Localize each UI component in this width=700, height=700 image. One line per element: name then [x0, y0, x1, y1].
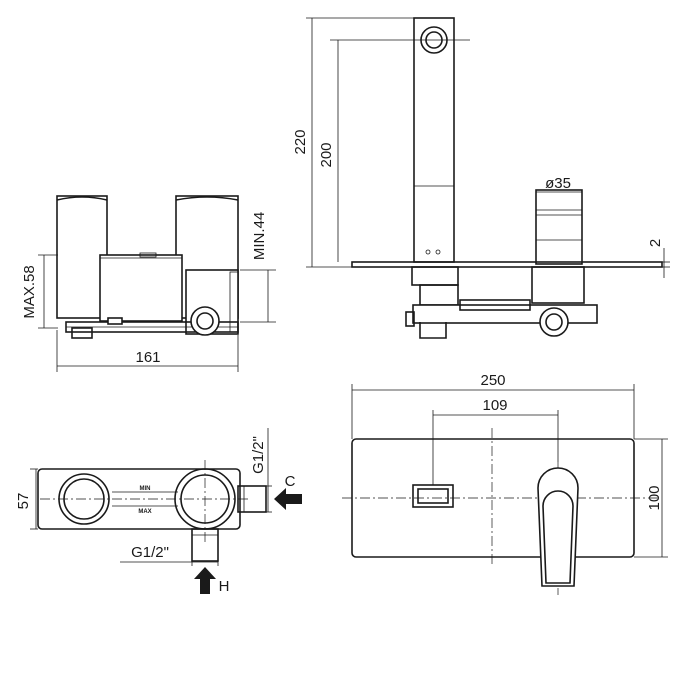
max-mark-label: MAX: [138, 509, 151, 515]
cold-label: C: [285, 473, 296, 490]
cold-arrow-icon: [274, 488, 302, 510]
handle-connector-outer: [539, 307, 569, 337]
min-depth-label: MIN.44: [251, 212, 268, 260]
left-cap: [405, 311, 415, 327]
spout-base-connector: [419, 322, 447, 339]
front-handle: [537, 467, 579, 587]
plate-width-label: 250: [480, 372, 505, 389]
handle-connector-inner: [545, 313, 563, 331]
min-mark-label: MIN: [140, 486, 151, 492]
front-spout-inner: [417, 488, 449, 504]
spout-height-label: 200: [318, 142, 335, 167]
spout-side-view: ø35 220 200 2: [292, 17, 670, 339]
body-depth-label: 57: [15, 493, 32, 510]
centers-label: 109: [482, 397, 507, 414]
thread-cold-label: G1/2": [250, 436, 267, 474]
body-width-label: 161: [135, 349, 160, 366]
spout-valve: [419, 284, 459, 306]
side-right-cylinder-top: [175, 196, 239, 201]
plate-front-view: 250 109 100: [342, 372, 668, 595]
handle-mount: [531, 266, 585, 304]
side-connector-outer: [190, 306, 220, 336]
side-base-clip: [107, 317, 123, 325]
spout-height-total-label: 220: [292, 129, 309, 154]
max-depth-label: MAX.58: [21, 265, 38, 318]
handle-body: [535, 189, 583, 265]
spout-screw-1: [425, 249, 431, 255]
plate-thickness-label: 2: [647, 239, 664, 247]
hot-inlet: [191, 528, 219, 562]
hot-arrow-icon: [194, 567, 216, 594]
body-top-view: MIN MAX 57 G1/2" G1/2" C H: [15, 428, 302, 595]
side-box-cap: [139, 252, 157, 258]
in-wall-body: [412, 304, 598, 324]
cold-inlet: [237, 485, 267, 513]
hot-label: H: [219, 578, 230, 595]
diameter-label: ø35: [545, 175, 571, 192]
spout-body: [413, 17, 455, 263]
side-central-box: [99, 254, 183, 322]
side-connector-inner: [196, 312, 214, 330]
spout-screw-2: [435, 249, 441, 255]
side-left-pipe: [71, 327, 93, 339]
wall-plate: [351, 261, 663, 268]
side-left-cylinder-top: [56, 196, 108, 201]
plate-height-label: 100: [646, 485, 663, 510]
side-view: MAX.58 MIN.44 161: [21, 195, 276, 372]
spout-mount: [411, 266, 459, 286]
thread-hot-label: G1/2": [131, 544, 169, 561]
front-handle-inner: [542, 490, 574, 584]
in-wall-bar: [459, 299, 531, 311]
